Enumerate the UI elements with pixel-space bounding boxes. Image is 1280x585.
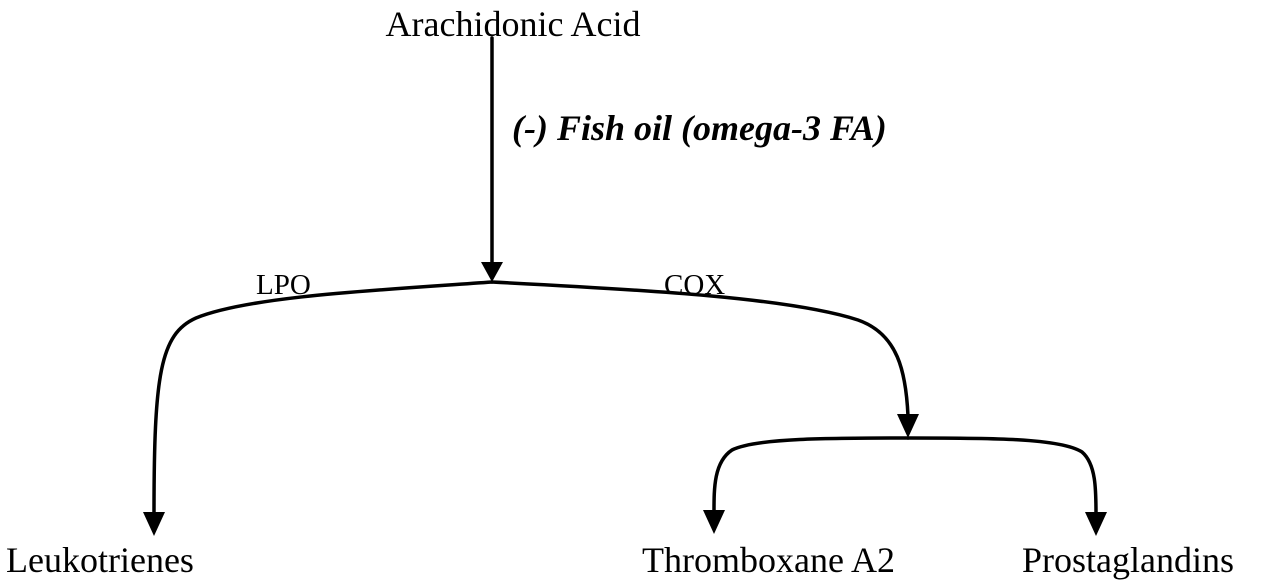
arrowhead-prostaglandins [1085, 512, 1107, 536]
arrowhead-thromboxane-a2 [703, 510, 725, 534]
edge-cox-branch [490, 280, 910, 418]
edge-lpo-branch [152, 280, 494, 516]
node-prostaglandins: Prostaglandins [1022, 540, 1234, 580]
arrowhead-cox-split [897, 414, 919, 438]
node-leukotrienes: Leukotrienes [6, 540, 194, 580]
inhibitor-label-fish-oil: (-) Fish oil (omega-3 FA) [512, 108, 887, 148]
node-arachidonic-acid: Arachidonic Acid [386, 4, 641, 44]
arrowhead-leukotrienes [143, 512, 165, 536]
edge-prostaglandins-branch [906, 436, 1098, 516]
arrowhead-trunk [481, 262, 503, 282]
node-thromboxane-a2: Thromboxane A2 [642, 540, 895, 580]
edge-thromboxane-branch [712, 436, 910, 514]
